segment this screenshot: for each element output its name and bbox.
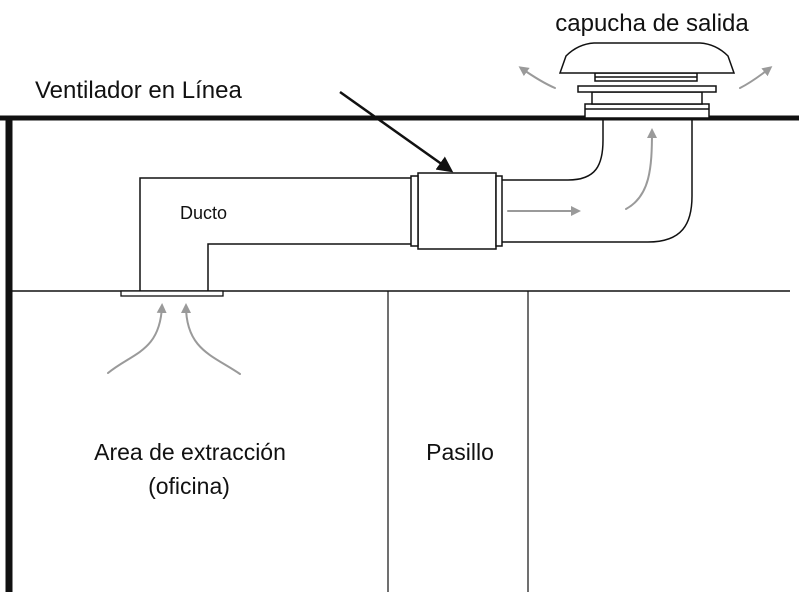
duct-inner-wall-right (500, 118, 693, 243)
hood-cap (558, 42, 736, 74)
exhaust-area-sublabel: (oficina) (148, 473, 230, 499)
exhaust-hood-label: capucha de salida (555, 10, 749, 37)
duct-outer-wall (139, 177, 415, 291)
grille-plate (120, 290, 224, 297)
hood-base (577, 85, 717, 93)
hood-exhaust-arrow-left (518, 66, 556, 89)
inline-fan-label: Ventilador en Línea (35, 77, 242, 104)
intake-arrow-left (107, 303, 167, 374)
building-outline (0, 115, 799, 592)
duct-label: Ducto (180, 203, 227, 223)
exhaust-area-label: Area de extracción (94, 439, 286, 465)
hood-exhaust-arrow-right (739, 66, 773, 89)
fan-flange-right (495, 175, 503, 247)
duct-outer-wall-right (500, 118, 604, 181)
riser-flow-arrow (625, 128, 657, 210)
fan-housing (417, 172, 497, 250)
hood-curb (584, 103, 710, 119)
airflow-arrows (107, 66, 773, 375)
ceiling-grille (120, 290, 224, 297)
fan-callout-arrow (339, 90, 454, 173)
fan-flange-left (410, 175, 419, 247)
hallway-label: Pasillo (426, 439, 494, 465)
duct (139, 118, 693, 291)
exhaust-hood (558, 42, 736, 119)
intake-arrow-right (181, 303, 241, 375)
hood-collar (591, 91, 703, 105)
inline-fan (410, 172, 503, 250)
duct-inner-wall (207, 243, 415, 291)
